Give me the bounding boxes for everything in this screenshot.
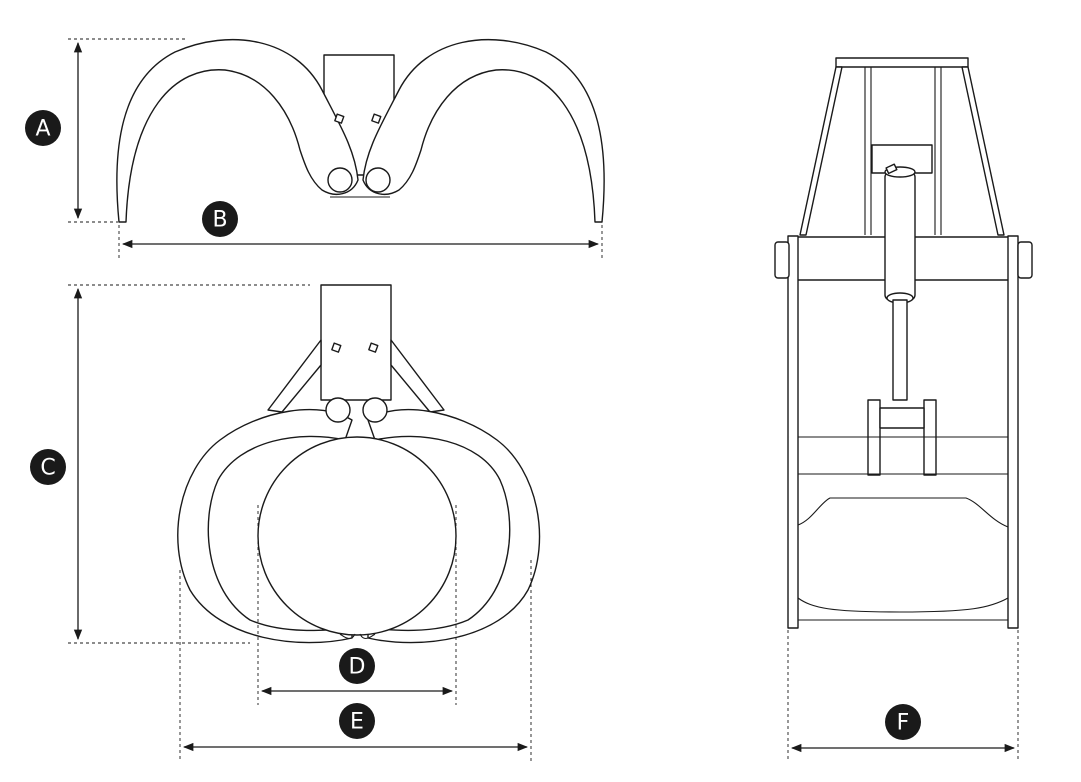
side-view [774, 57, 1033, 629]
middle-right-pivot-pin [362, 397, 388, 423]
jaw-upper-profile [797, 497, 1009, 528]
badge-b-label: B [212, 208, 227, 233]
top-plate [835, 57, 969, 68]
jaw-lower-profile [797, 597, 1009, 613]
dimension-b: B [118, 201, 603, 258]
left-open-arm [116, 38, 359, 223]
dimension-d: D [257, 505, 457, 705]
dimension-e: E [179, 560, 532, 762]
middle-bolt-left [331, 342, 342, 353]
badge-f-label: F [897, 711, 910, 736]
badge-f [885, 704, 921, 740]
bracket-bolt-right [371, 113, 382, 124]
hydraulic-cylinder [884, 171, 916, 301]
left-strut [799, 66, 843, 236]
badge-e-label: E [350, 710, 364, 735]
left-brace [267, 339, 322, 413]
right-tip [359, 633, 376, 640]
badge-c-label: C [40, 456, 55, 481]
left-closed-arm [177, 408, 353, 644]
right-brace [390, 339, 445, 413]
closed-grapple-view [177, 284, 541, 644]
dimension-a: A [25, 38, 185, 223]
badge-d-label: D [349, 655, 366, 680]
badge-b [202, 201, 238, 237]
dimension-f: F [787, 630, 1019, 762]
dimension-c: C [30, 284, 310, 644]
middle-mount-bracket [320, 284, 392, 401]
open-grapple-view [116, 38, 605, 223]
left-tip [339, 633, 356, 640]
hydraulic-fitting [885, 163, 898, 175]
right-strut [961, 66, 1005, 236]
right-side-plate [1007, 235, 1019, 629]
right-end-cap [1017, 241, 1033, 279]
right-pivot-pin [365, 167, 391, 193]
left-end-cap [774, 241, 790, 279]
right-open-arm [362, 38, 605, 223]
middle-bolt-right [368, 342, 379, 353]
left-pivot-pin [327, 167, 353, 193]
piston-rod [892, 299, 908, 401]
middle-left-pivot-pin [325, 397, 351, 423]
log-cross-section [257, 436, 457, 636]
left-side-plate [787, 235, 799, 629]
clevis-block [879, 407, 925, 429]
badge-e [339, 703, 375, 739]
badge-d [339, 648, 375, 684]
badge-a [25, 110, 61, 146]
badge-a-label: A [35, 117, 50, 142]
badge-c [30, 449, 66, 485]
bracket-bolt-left [334, 113, 345, 124]
